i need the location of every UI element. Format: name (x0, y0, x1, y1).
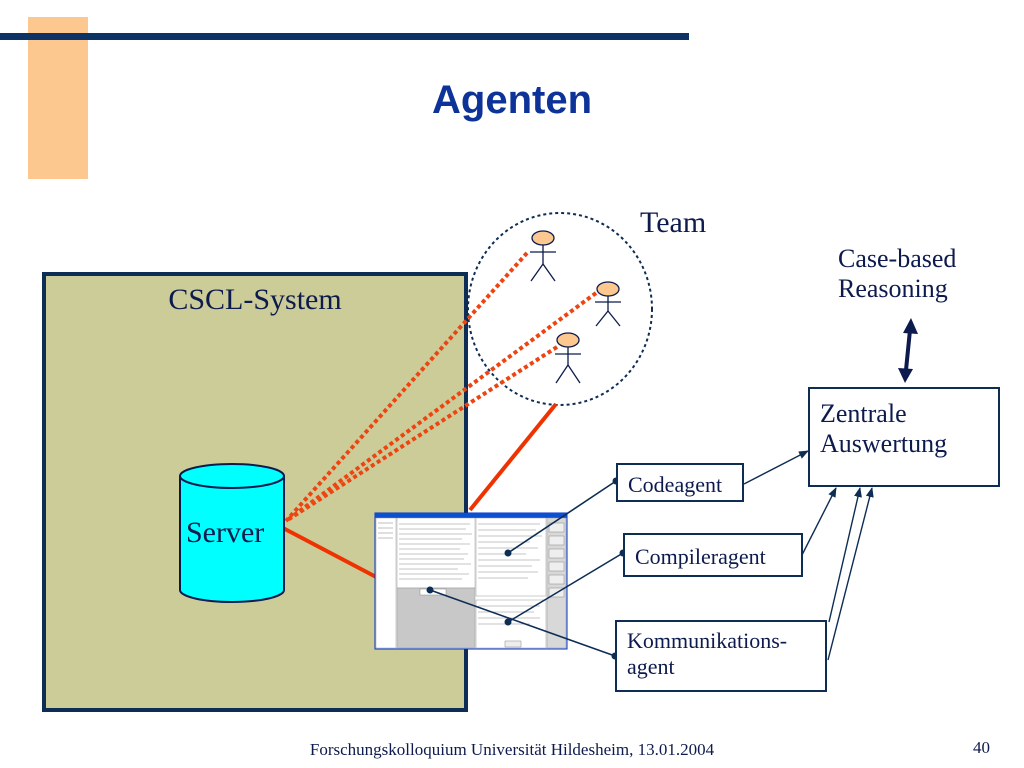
kommunikationsagent-connector (429, 589, 616, 657)
team-member-1-icon (530, 230, 556, 282)
page-number: 40 (973, 738, 990, 757)
compileragent-label: Compileragent (635, 544, 766, 569)
slide-title: Agenten (432, 78, 592, 122)
team-member-2-icon (595, 281, 621, 327)
kommunikationsagent-to-zentrale-arrow1 (828, 487, 862, 623)
member1-to-server-link (284, 251, 529, 523)
kommunikationsagent-line2: agent (627, 654, 675, 679)
member2-to-server-link (284, 291, 598, 523)
codeagent-label: Codeagent (628, 472, 723, 497)
zentrale-line1: Zentrale (820, 399, 907, 428)
server-to-screenshot-link (282, 526, 379, 580)
codeagent-box: Codeagent (616, 463, 744, 502)
top-rule (0, 33, 689, 40)
accent-bar (28, 17, 88, 179)
server-label: Server (186, 516, 265, 549)
footer-text: Forschungskolloquium Universität Hildesh… (309, 740, 715, 759)
cbr-bidirectional-arrow (898, 318, 918, 383)
cbr-label: Case-based Reasoning (838, 244, 956, 304)
zentrale-line2: Auswertung (820, 429, 948, 458)
team-label: Team (640, 206, 707, 239)
compileragent-box: Compileragent (623, 533, 803, 577)
cscl-system-label: CSCL-System (168, 283, 342, 316)
codeagent-to-zentrale-arrow (743, 450, 809, 485)
cbr-label-line1: Case-based (838, 244, 957, 273)
compileragent-connector (507, 552, 624, 623)
codeagent-connector (507, 480, 617, 554)
cbr-label-line2: Reasoning (838, 274, 948, 303)
team-to-screenshot-link (468, 402, 558, 512)
team-circle (467, 212, 653, 406)
team-member-3-icon (555, 332, 581, 384)
kommunikationsagent-to-zentrale-arrow2 (827, 487, 874, 661)
kommunikationsagent-line1: Kommunikations- (627, 628, 788, 653)
server-database-icon (179, 463, 285, 603)
application-screenshot-thumbnail (374, 512, 568, 650)
kommunikationsagent-box: Kommunikations- agent (615, 620, 827, 692)
member3-to-server-link (284, 345, 559, 523)
compileragent-to-zentrale-arrow (801, 487, 837, 556)
zentrale-auswertung-box: Zentrale Auswertung (808, 387, 1000, 487)
